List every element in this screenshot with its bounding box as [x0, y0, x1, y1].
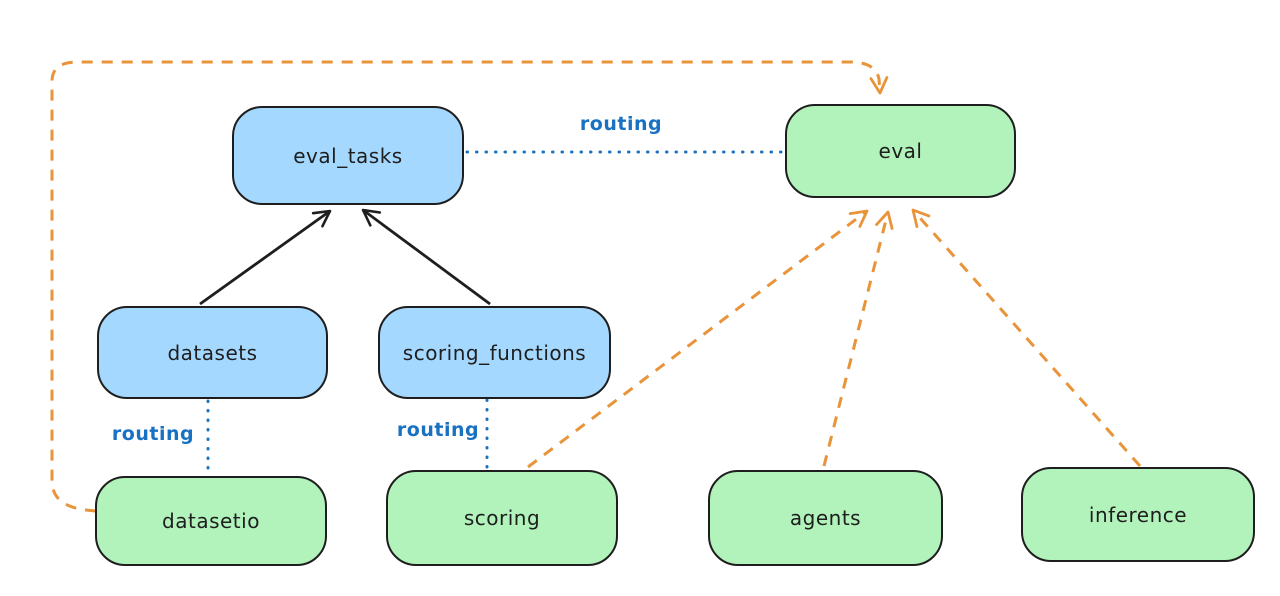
node-scoring-functions-label: scoring_functions	[402, 340, 587, 365]
node-eval: eval	[785, 104, 1016, 198]
edge-inference-to-eval	[911, 208, 1142, 467]
node-scoring-functions: scoring_functions	[378, 306, 611, 399]
node-eval-label: eval	[878, 139, 923, 163]
node-inference-label: inference	[1088, 502, 1188, 527]
edge-agents-to-eval	[822, 210, 894, 467]
node-datasetio: datasetio	[95, 476, 327, 566]
routing-label-eval-tasks-eval: routing	[579, 113, 663, 135]
node-eval-tasks: eval_tasks	[232, 106, 464, 205]
node-datasets: datasets	[97, 306, 328, 399]
node-datasets-label: datasets	[167, 340, 258, 365]
edge-datasets-to-eval-tasks	[199, 209, 332, 306]
node-agents: agents	[708, 470, 943, 566]
routing-label-scoring-functions-scoring: routing	[396, 419, 480, 441]
node-scoring: scoring	[386, 470, 618, 566]
edge-scoring-functions-to-eval-tasks	[361, 208, 491, 306]
routing-label-datasets-datasetio: routing	[111, 423, 195, 445]
node-datasetio-label: datasetio	[162, 509, 260, 533]
node-inference: inference	[1021, 467, 1255, 562]
node-eval-tasks-label: eval_tasks	[293, 143, 403, 168]
node-scoring-label: scoring	[463, 506, 541, 530]
node-agents-label: agents	[789, 506, 862, 530]
